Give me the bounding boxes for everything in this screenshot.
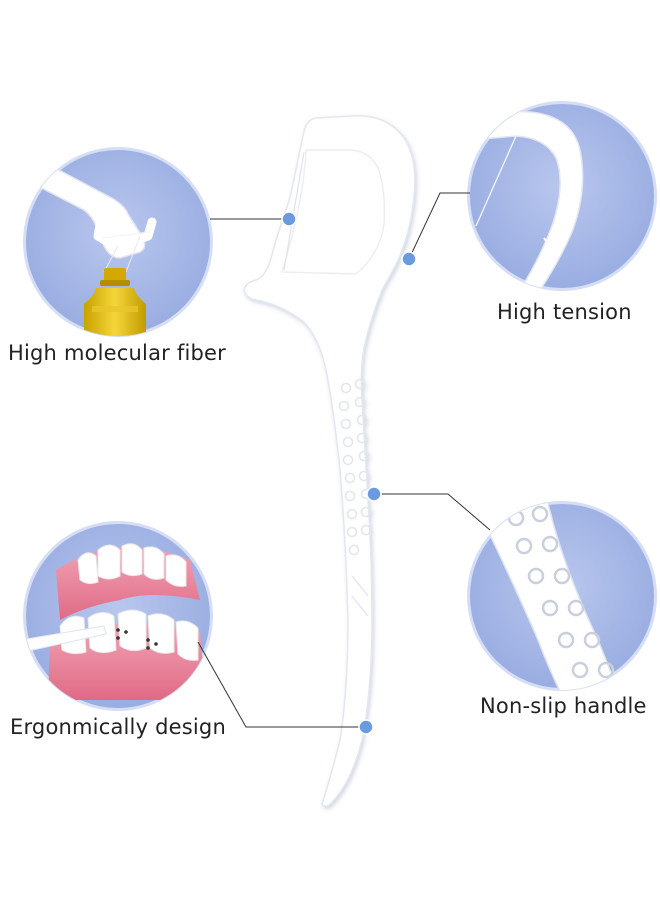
feature-label-ergonomic: Ergonmically design: [10, 715, 226, 739]
feature-label-fiber: High molecular fiber: [8, 341, 226, 365]
detail-circle-fiber: [23, 147, 213, 337]
markers: [281, 211, 417, 735]
feature-label-tension: High tension: [497, 300, 632, 324]
detail-circle-handle: [467, 501, 657, 691]
detail-circle-tension: [467, 101, 657, 291]
marker-fiber: [281, 211, 297, 227]
detail-circle-ergonomic: [23, 521, 213, 711]
marker-ergo: [358, 719, 374, 735]
floss-pick: [243, 115, 416, 807]
leader-line-handle: [374, 493, 491, 531]
marker-handle: [366, 486, 382, 502]
leader-line-tension: [408, 192, 470, 260]
teeth-model-icon: [24, 543, 206, 700]
feature-label-handle: Non-slip handle: [480, 694, 647, 718]
leader-line-ergo: [197, 641, 366, 728]
leader-lines: [197, 192, 491, 728]
marker-tension: [401, 251, 417, 267]
pick-head-icon: [29, 158, 146, 259]
